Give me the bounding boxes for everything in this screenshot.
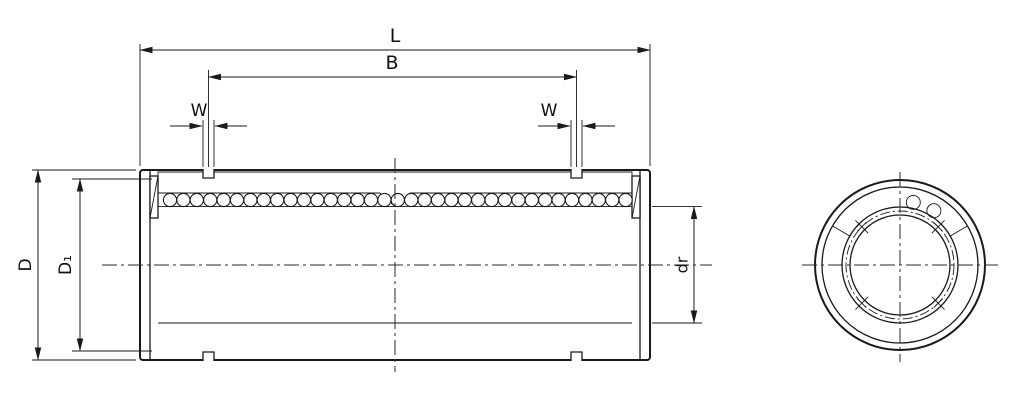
ball: [524, 192, 539, 208]
label-groove-width-left: W: [191, 101, 208, 121]
ball: [323, 192, 338, 208]
ball: [430, 192, 446, 208]
centerlines: [102, 158, 998, 372]
groove-mask: [203, 168, 214, 178]
label-shaft-diameter: dr: [673, 256, 692, 273]
ball: [350, 192, 365, 208]
dimension-D: D: [16, 169, 136, 361]
groove-bottom-right: [570, 351, 583, 361]
ball: [905, 194, 921, 210]
ball: [162, 192, 178, 208]
groove-top-right: [570, 169, 583, 179]
ball: [229, 192, 245, 208]
ball: [404, 192, 419, 208]
ball-circuit-tick: [855, 296, 869, 310]
ball: [243, 192, 258, 208]
ball: [216, 192, 231, 208]
ball: [605, 192, 620, 208]
ball: [203, 192, 218, 208]
label-outer-diameter: D: [16, 258, 36, 271]
groove-mask: [571, 352, 582, 362]
groove-bottom-left: [202, 351, 215, 361]
ball: [377, 192, 392, 208]
ball: [564, 192, 580, 208]
label-body-length: B: [385, 52, 398, 74]
label-groove-width-right: W: [541, 101, 558, 121]
ball: [497, 192, 513, 208]
ball: [578, 192, 593, 208]
ball: [296, 192, 312, 208]
ball: [471, 192, 486, 208]
dimension-W-left: W: [170, 101, 247, 167]
ball: [390, 192, 405, 208]
ball: [484, 192, 499, 208]
dimension-W-right: W: [538, 101, 615, 167]
ball-circuit-tick: [855, 220, 869, 234]
seal-right-detail: [631, 175, 641, 219]
ball: [256, 192, 271, 208]
ball: [444, 192, 459, 208]
ball-row: [162, 192, 633, 208]
ball: [189, 192, 204, 208]
dimension-L: L: [139, 25, 651, 166]
seal-left-detail: [149, 175, 159, 219]
label-overall-length: L: [390, 25, 401, 47]
dimension-B: B: [207, 52, 578, 167]
ball: [310, 192, 325, 208]
ball: [618, 192, 633, 208]
ball: [417, 192, 432, 208]
ball: [926, 203, 942, 219]
groove-mask: [571, 168, 582, 178]
ball: [176, 192, 191, 208]
ball: [511, 192, 526, 208]
groove-top-left: [202, 169, 215, 179]
ball: [538, 192, 553, 208]
ball: [591, 192, 606, 208]
ball-circuit-tick: [931, 220, 945, 234]
ball: [363, 192, 379, 208]
ball: [457, 192, 472, 208]
dimension-dr: dr: [652, 206, 702, 324]
ball: [551, 192, 566, 208]
ball: [270, 192, 285, 208]
ball: [283, 192, 298, 208]
groove-mask: [203, 352, 214, 362]
ball-circuit-tick: [931, 296, 945, 310]
dimension-D1: D₁: [56, 178, 152, 352]
label-groove-diameter: D₁: [56, 255, 76, 275]
ball: [337, 192, 352, 208]
